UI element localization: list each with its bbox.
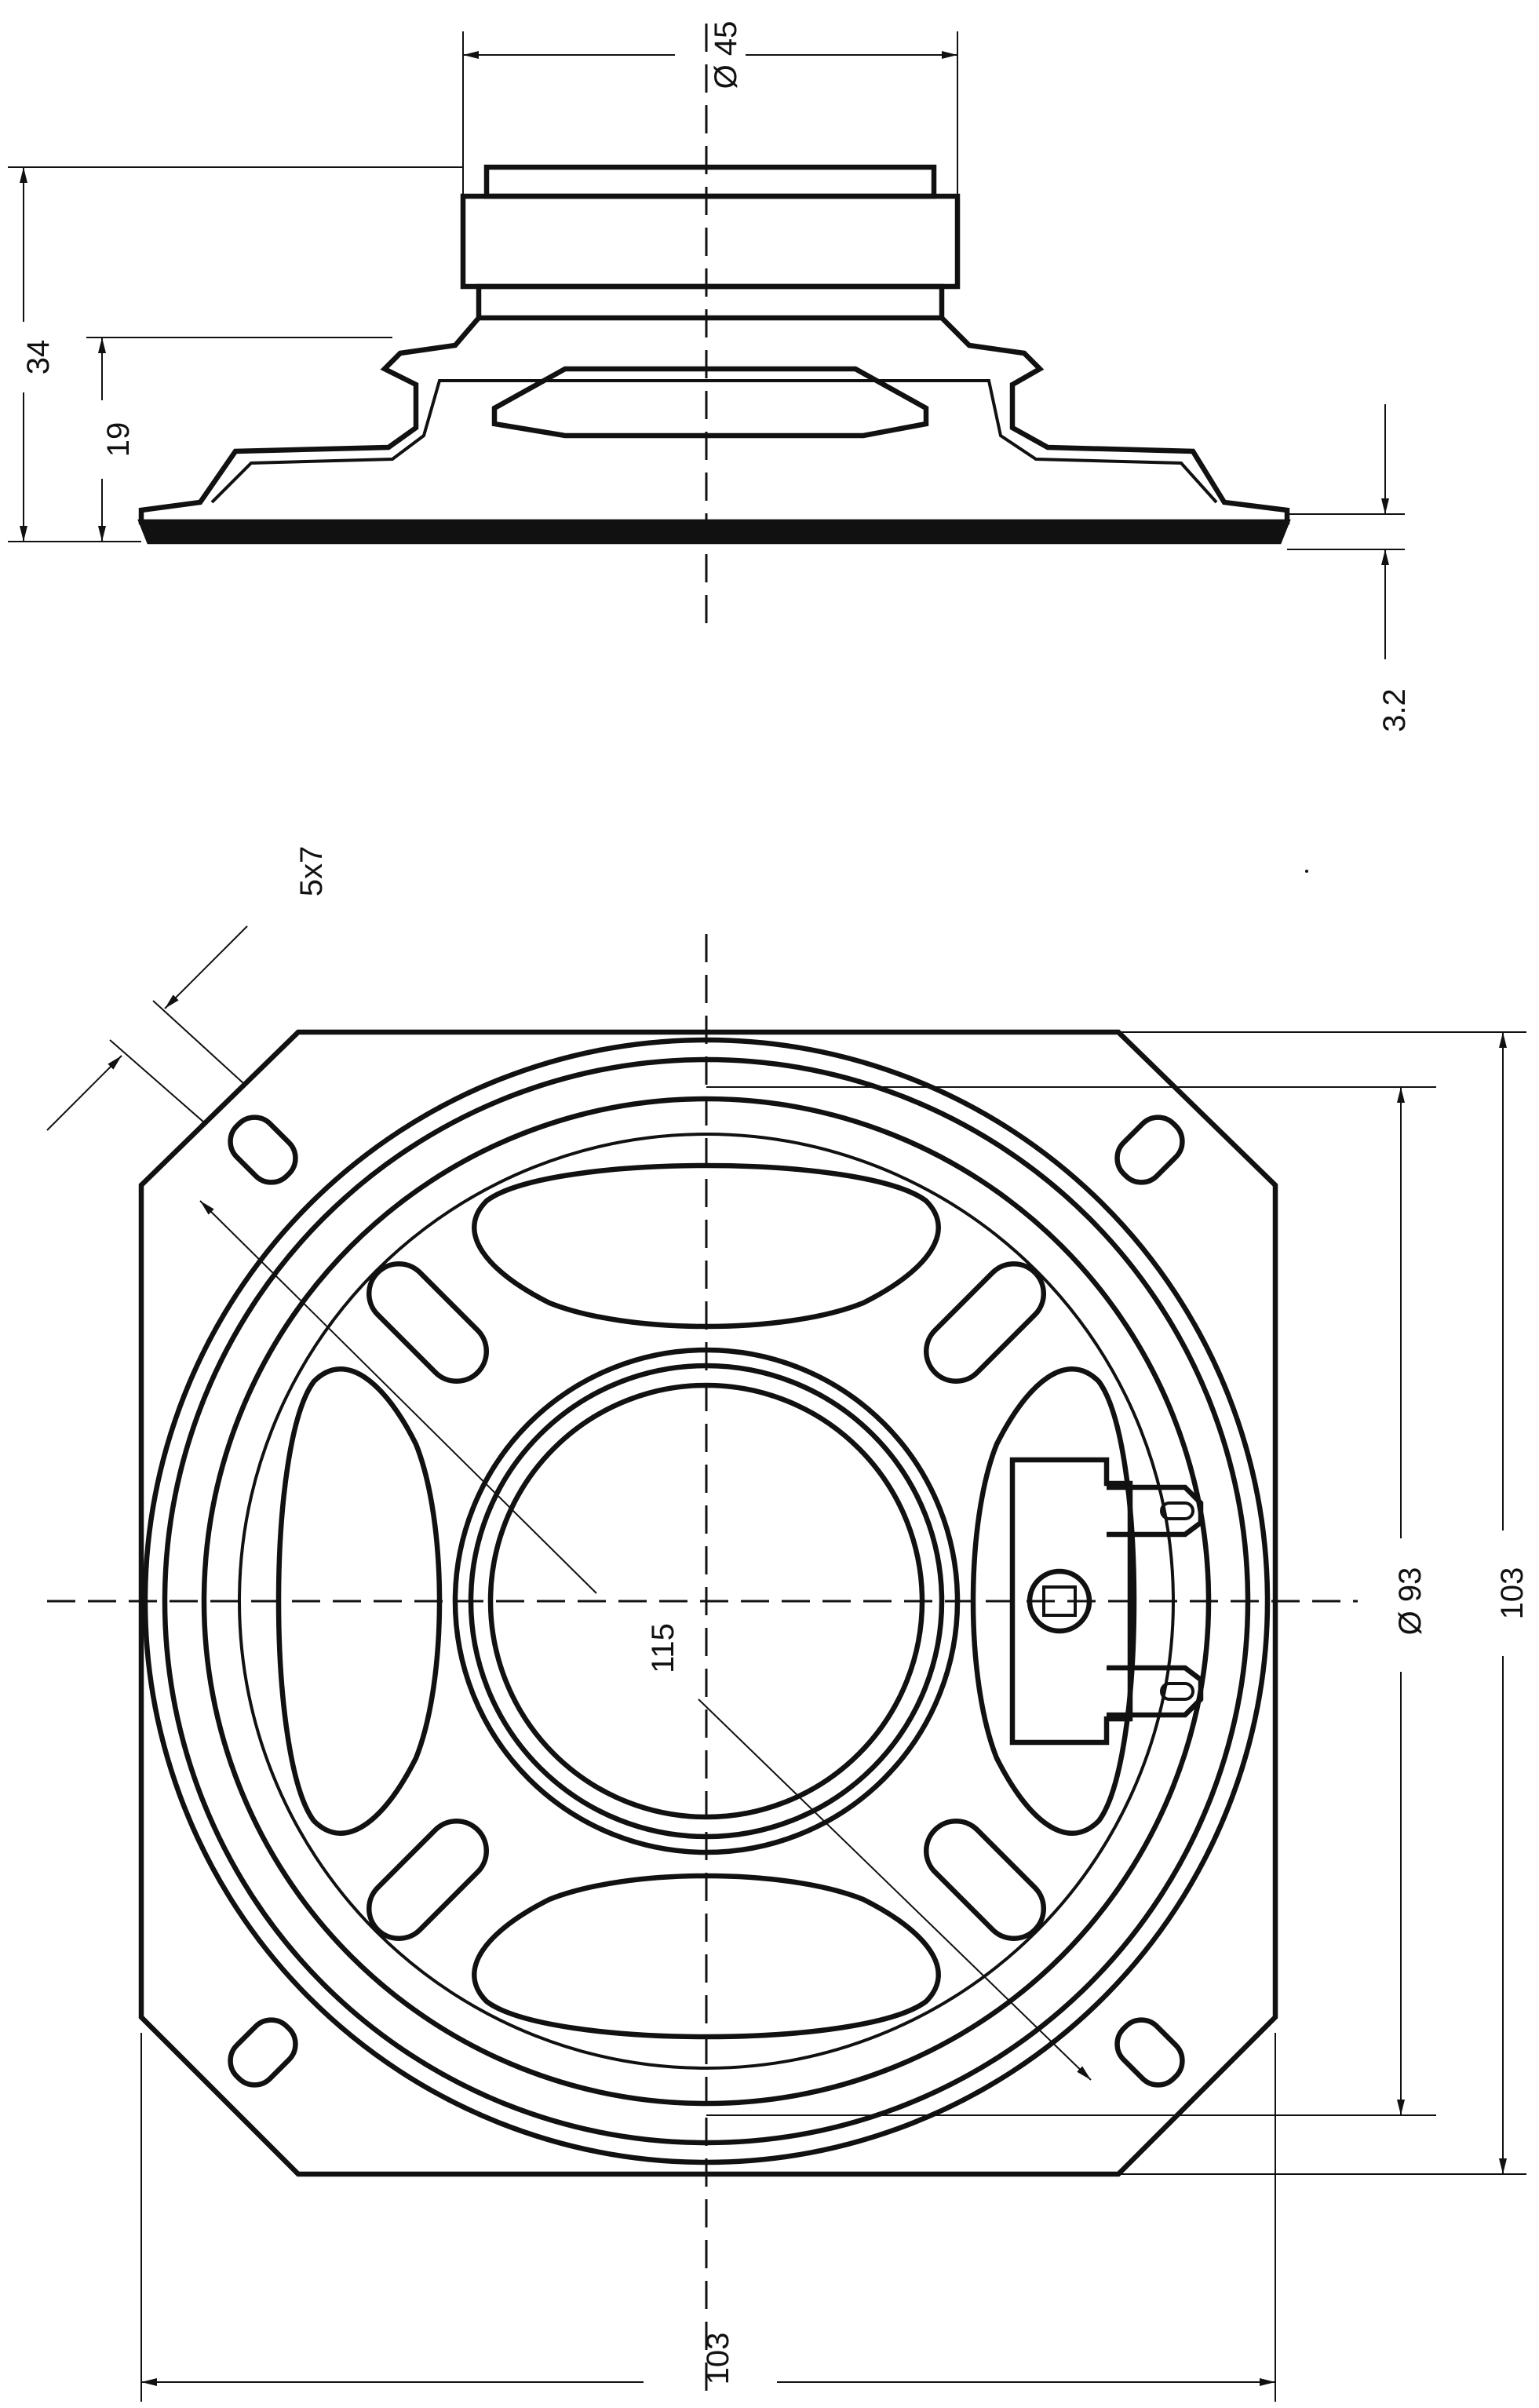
width-label: 103 [701,2333,735,2385]
dim115-arrow-b [698,1698,1092,2081]
magnet-body [460,193,961,290]
magnet-diameter-label: Ø 45 [709,21,743,89]
terminal-bottom [1107,1665,1204,1718]
hole-spacing-label: 115 [646,1623,680,1673]
slot-size-label: 5x7 [294,846,329,897]
slot-bottom-left [366,1818,490,1942]
dim5x7-ext-a [152,1000,244,1084]
magnet-top-plate [483,164,937,199]
terminal-top [1107,1484,1204,1538]
mount-hole-top-left [228,1115,298,1185]
magnet-bottom-plate [476,283,945,321]
height-label: 103 [1495,1567,1530,1620]
front-view: 5x7 115 Ø 93 103 103 [46,846,1530,2402]
slot-top-left [366,1261,490,1385]
speaker-frame [138,316,1290,525]
dim5x7-arrow-a [164,925,248,1009]
basket-window-bottom [472,1873,941,2040]
basket-window-top [472,1162,941,1330]
mount-hole-bottom-right [1114,2017,1185,2088]
side-view: Ø 45 34 19 3.2 [8,21,1412,732]
mount-hole-top-right [1114,1115,1185,1185]
frame-inner-edge [210,379,1218,504]
slot-bottom-right [923,1818,1047,1942]
flange [137,519,1291,545]
speck [1305,870,1308,873]
basket-window-right [970,1366,1137,1836]
flange-thickness-label: 3.2 [1377,688,1412,732]
dim5x7-ext-b [109,1039,205,1123]
terminal-bottom-hole [1160,1682,1194,1701]
total-height-label: 34 [21,340,56,375]
slot-top-right [923,1261,1047,1385]
dim5x7-arrow-b [46,1055,122,1131]
cone-diameter-label: Ø 93 [1393,1567,1428,1636]
basket-window-left [275,1366,443,1836]
dim115-arrow-a [199,1200,597,1594]
frame-window [491,366,929,439]
terminal-top-hole [1160,1501,1194,1520]
mount-hole-bottom-left [228,2017,298,2088]
frame-height-label: 19 [101,422,136,458]
